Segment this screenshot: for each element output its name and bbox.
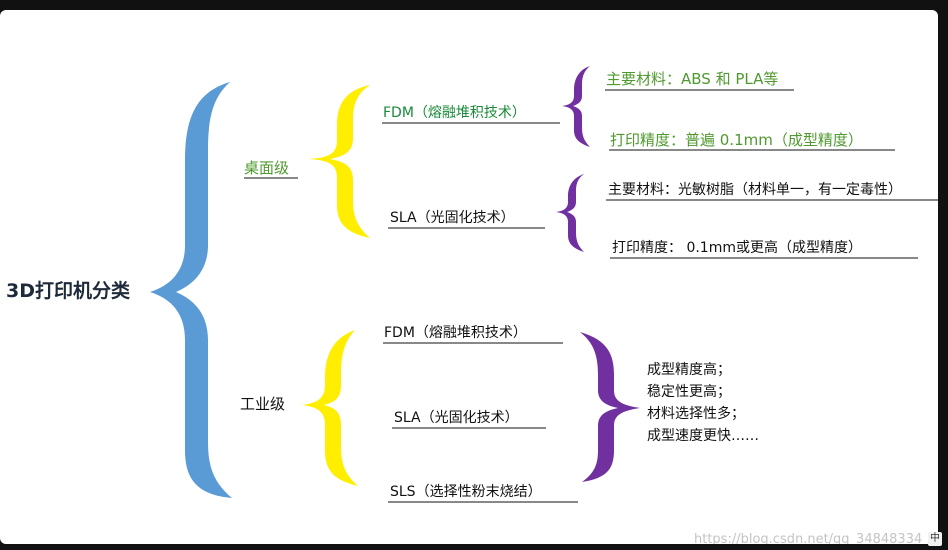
desktop-sla-label: SLA（光固化技术） xyxy=(390,210,515,226)
industrial-summary-brace xyxy=(580,332,640,482)
summary-line-1: 成型精度高； xyxy=(647,362,731,378)
fdm-precision-text: 打印精度：普遍 0.1mm（成型精度） xyxy=(610,131,863,149)
industrial-sla-label: SLA（光固化技术） xyxy=(394,410,519,426)
branch-desktop-label: 桌面级 xyxy=(244,159,290,177)
industrial-fdm-label: FDM（熔融堆积技术） xyxy=(384,325,527,341)
summary-line-2: 稳定性更高； xyxy=(647,384,731,400)
summary-line-3: 材料选择性多； xyxy=(647,406,745,422)
sla-detail-brace xyxy=(556,174,584,252)
desktop-brace xyxy=(308,85,370,238)
summary-line-4: 成型速度更快…… xyxy=(647,428,759,444)
ime-indicator[interactable]: 中 xyxy=(928,532,942,546)
industrial-brace xyxy=(302,330,358,486)
desktop-fdm-label: FDM（熔融堆积技术） xyxy=(383,105,526,121)
mind-map-canvas: 3D打印机分类 桌面级 FDM（熔融堆积技术） 主要材料：ABS 和 PLA等 … xyxy=(0,10,938,544)
braces-layer xyxy=(150,66,938,503)
root-label: 3D打印机分类 xyxy=(6,280,130,302)
industrial-sls-label: SLS（选择性粉末烧结） xyxy=(390,484,542,500)
sla-precision-text: 打印精度： 0.1mm或更高（成型精度） xyxy=(612,240,862,256)
sla-material-text: 主要材料：光敏树脂（材料单一，有一定毒性） xyxy=(608,182,902,198)
watermark-text: https://blog.csdn.net/qq_34848334 xyxy=(694,532,923,544)
fdm-detail-brace xyxy=(562,66,590,147)
branch-industrial-label: 工业级 xyxy=(240,395,286,413)
root-brace xyxy=(150,82,232,498)
fdm-material-text: 主要材料：ABS 和 PLA等 xyxy=(606,70,779,88)
